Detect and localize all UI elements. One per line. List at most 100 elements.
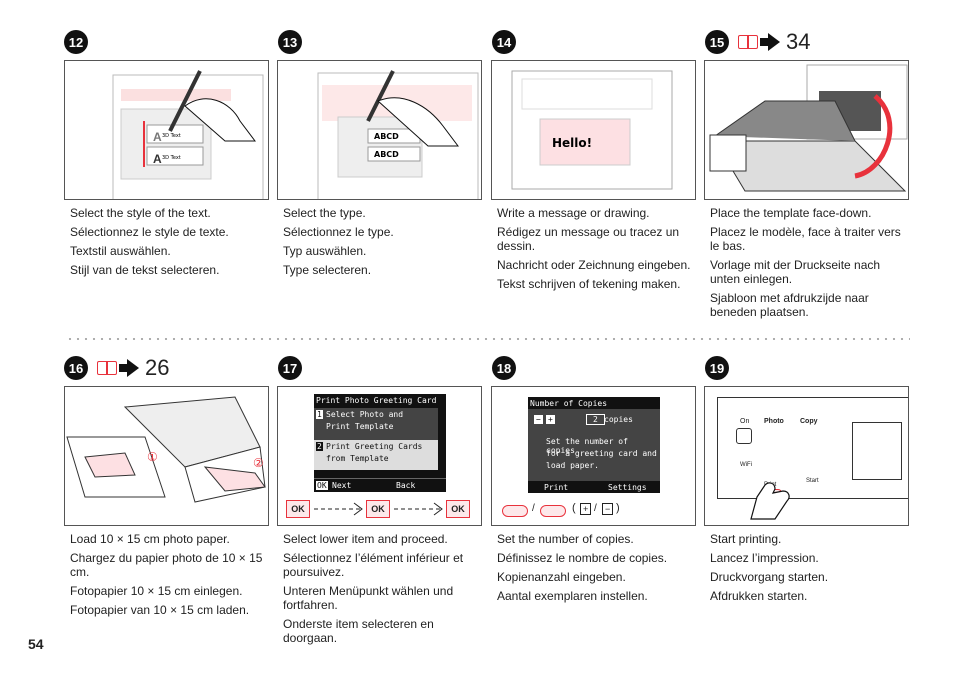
style-label-b: 3D Text <box>162 155 181 161</box>
plus-key-glyph: + <box>580 503 592 515</box>
start-label: Start <box>806 478 819 484</box>
step-18-text: Set the number of copies. Définissez le … <box>497 532 692 608</box>
separator: / <box>532 503 535 514</box>
step-badge-19: 19 <box>705 356 729 380</box>
instruction-en: Start printing. <box>710 532 782 546</box>
arrow-right-icon <box>760 33 780 51</box>
step-13-illustration: ABCD ABCD <box>277 60 482 200</box>
printer-screen-illustration: 3D Text 3D Text A A <box>112 70 264 199</box>
minus-button[interactable] <box>502 505 528 517</box>
item-label-line1: Select Photo and <box>326 410 404 419</box>
reference-page-number: 26 <box>145 355 170 380</box>
svg-text:A: A <box>153 130 162 144</box>
callout-1: ① <box>147 450 158 464</box>
instruction-de: Typ auswählen. <box>283 244 367 258</box>
paren-open: ( <box>572 502 576 514</box>
instruction-fr: Définissez le nombre de copies. <box>497 551 668 565</box>
ok-button-2[interactable]: OK <box>366 500 390 518</box>
step-14-text: Write a message or drawing. Rédigez un m… <box>497 206 697 296</box>
minus-key-glyph: − <box>602 503 614 515</box>
step-16-illustration: ① ② <box>64 386 269 526</box>
section-divider <box>66 338 910 340</box>
plus-key[interactable]: + <box>546 415 555 424</box>
lcd-footer: Print Settings <box>528 481 660 493</box>
instruction-en: Select the style of the text. <box>70 206 211 220</box>
callout-2: ② <box>253 456 264 470</box>
instruction-nl: Aantal exemplaren instellen. <box>497 589 648 603</box>
ok-button-1[interactable]: OK <box>286 500 310 518</box>
message-line3: load paper. <box>546 461 599 470</box>
type-option-a: ABCD <box>374 132 399 141</box>
copies-panel: − + 2 copies Set the number of copies fo… <box>528 409 660 481</box>
step-badge-17: 17 <box>278 356 302 380</box>
book-icon <box>97 361 117 375</box>
step-15-illustration <box>704 60 909 200</box>
next-label: Next <box>332 481 352 490</box>
copies-value[interactable]: 2 <box>586 414 605 425</box>
svg-text:A: A <box>153 152 162 166</box>
item-label-line2: Print Template <box>326 422 394 431</box>
power-button[interactable] <box>736 428 752 444</box>
instruction-de: Vorlage mit der Druckseite nach unten ei… <box>710 258 881 286</box>
item-number: 1 <box>316 410 323 419</box>
instruction-nl: Onderste item selecteren en doorgaan. <box>283 617 434 645</box>
step-18-illustration: Number of Copies − + 2 copies Set the nu… <box>491 386 696 526</box>
step-16-text: Load 10 × 15 cm photo paper. Chargez du … <box>70 532 265 622</box>
minus-key[interactable]: − <box>534 415 543 424</box>
back-label: Back <box>396 481 416 490</box>
step-badge-13: 13 <box>278 30 302 54</box>
type-option-b: ABCD <box>374 150 399 159</box>
scanner-illustration <box>709 64 908 192</box>
photo-label: Photo <box>764 418 784 425</box>
style-label-a: 3D Text <box>162 133 181 139</box>
instruction-de: Textstil auswählen. <box>70 244 171 258</box>
plus-button[interactable] <box>540 505 566 517</box>
separator: / <box>594 503 597 514</box>
step-badge-16: 16 <box>64 356 88 380</box>
paper-cassette-illustration: ① ② <box>66 396 266 503</box>
reference-page-number: 34 <box>786 29 811 54</box>
instruction-fr: Chargez du papier photo de 10 × 15 cm. <box>70 551 263 579</box>
lcd-panel <box>852 422 902 480</box>
instruction-fr: Sélectionnez le type. <box>283 225 394 239</box>
copy-label: Copy <box>800 418 818 425</box>
step-12-illustration: 3D Text 3D Text A A <box>64 60 269 200</box>
instruction-en: Load 10 × 15 cm photo paper. <box>70 532 230 546</box>
step-17-illustration: Print Photo Greeting Card 1 Select Photo… <box>277 386 482 526</box>
step-19-text: Start printing. Lancez l’impression. Dru… <box>710 532 905 608</box>
copies-unit: copies <box>604 415 633 424</box>
print-label: Print <box>544 483 569 492</box>
instruction-fr: Sélectionnez le style de texte. <box>70 225 229 239</box>
step-19-illustration: On Photo Copy WiFi Print Start <box>704 386 909 526</box>
step-15-text: Place the template face-down. Placez le … <box>710 206 910 324</box>
page-number: 54 <box>28 636 44 652</box>
lcd-footer: OK Next Back <box>314 478 446 491</box>
instruction-en: Set the number of copies. <box>497 532 634 546</box>
instruction-fr: Sélectionnez l’élément inférieur et pour… <box>283 551 464 579</box>
lcd-title: Number of Copies <box>530 399 608 408</box>
step-badge-18: 18 <box>492 356 516 380</box>
template-sheet-illustration: Hello! <box>511 70 673 190</box>
book-icon <box>738 35 758 49</box>
finger-press-icon <box>750 482 790 520</box>
step-badge-12: 12 <box>64 30 88 54</box>
item-label-line1: Print Greeting Cards <box>326 442 423 451</box>
arrow-right-icon <box>119 359 139 377</box>
instruction-de: Unteren Menüpunkt wählen und fortfahren. <box>283 584 454 612</box>
menu-item-2[interactable]: 2 Print Greeting Cards from Template <box>314 440 438 470</box>
instruction-fr: Rédigez un message ou tracez un dessin. <box>497 225 680 253</box>
message-line2: for a greeting card and <box>546 449 657 458</box>
lcd-title: Print Photo Greeting Card <box>316 396 437 405</box>
instruction-fr: Lancez l’impression. <box>710 551 819 565</box>
step-badge-15: 15 <box>705 30 729 54</box>
on-label: On <box>740 418 750 425</box>
step-14-illustration: Hello! <box>491 60 696 200</box>
instruction-en: Select lower item and proceed. <box>283 532 448 546</box>
step-13-text: Select the type. Sélectionnez le type. T… <box>283 206 478 282</box>
step-12-text: Select the style of the text. Sélectionn… <box>70 206 265 282</box>
instruction-de: Druckvorgang starten. <box>710 570 829 584</box>
instruction-nl: Sjabloon met afdrukzijde naar beneden pl… <box>710 291 869 319</box>
message-line1: Set the number of copies <box>546 437 628 455</box>
ok-button-3[interactable]: OK <box>446 500 470 518</box>
type-selection-illustration: ABCD ABCD <box>317 70 479 199</box>
